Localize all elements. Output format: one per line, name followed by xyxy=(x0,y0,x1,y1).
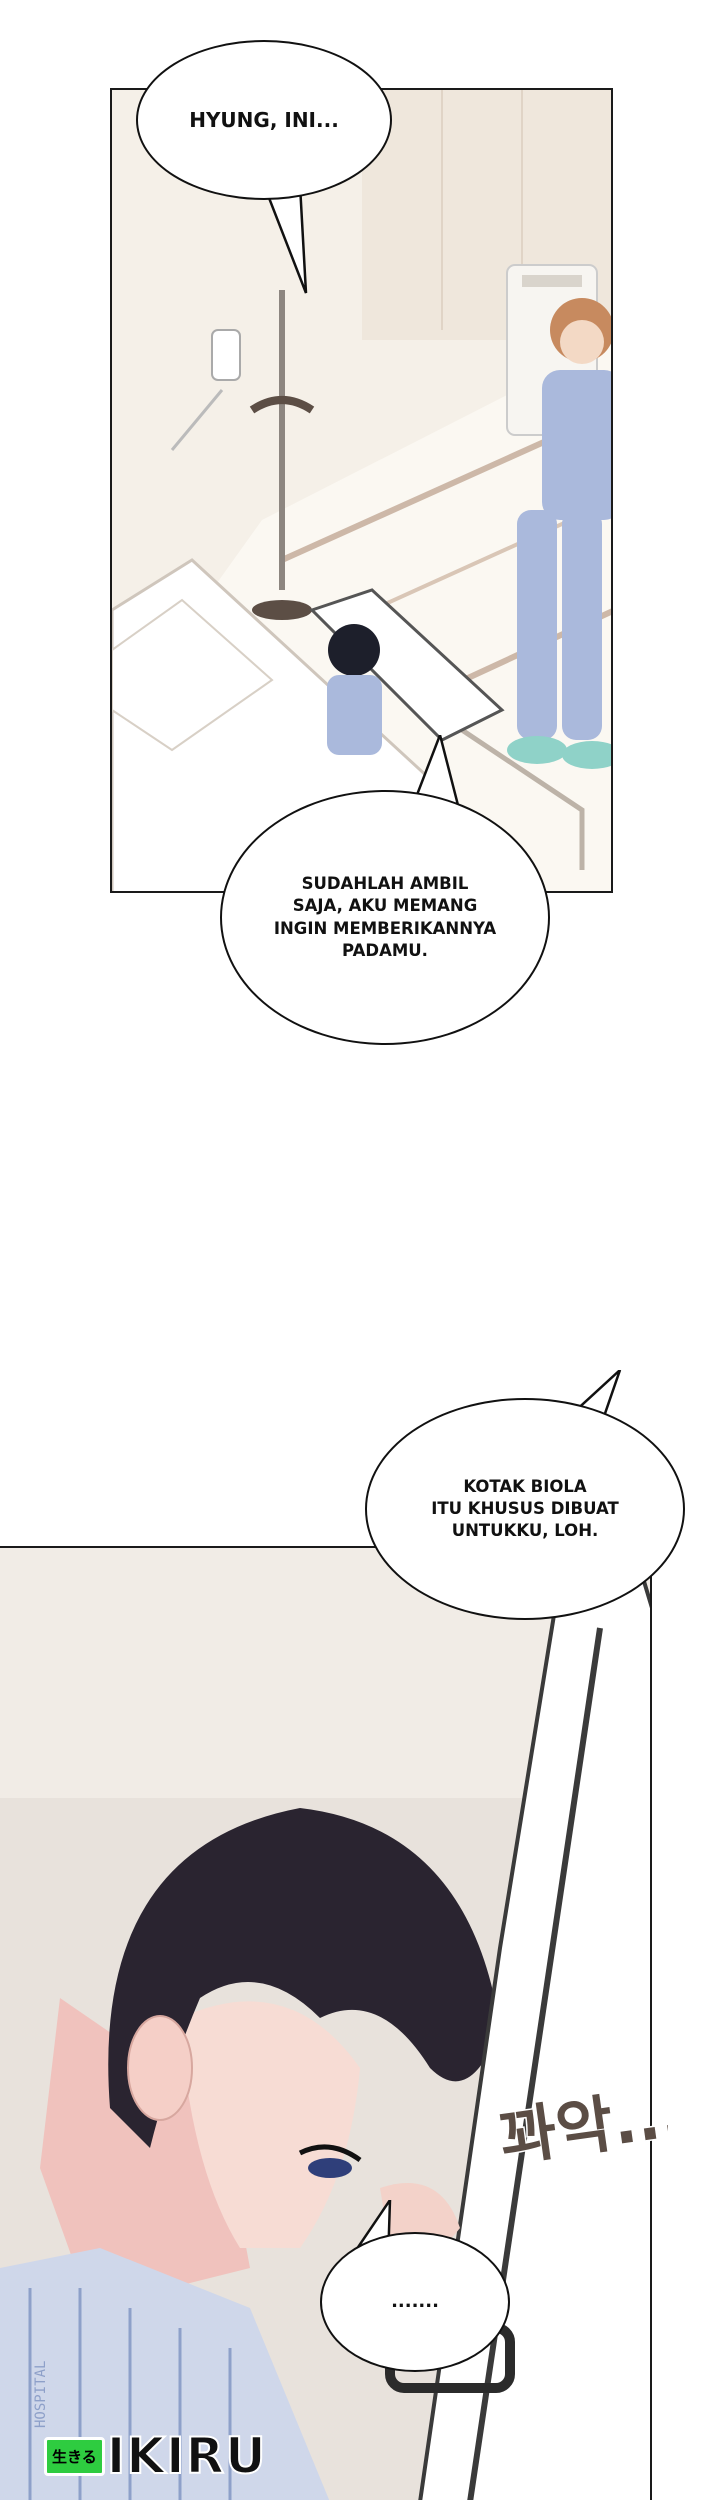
closeup-illustration: HOSPITAL xyxy=(0,1548,650,2500)
sfx-text: 꽈악... xyxy=(495,2077,668,2175)
bubble-text: SUDAHLAH AMBIL SAJA, AKU MEMANG INGIN ME… xyxy=(273,873,497,960)
bubble-text: ....... xyxy=(391,2290,439,2312)
bubble-text: HYUNG, INI... xyxy=(189,107,339,132)
panel-hospital-room xyxy=(110,88,613,893)
logo-word: IKIRU xyxy=(106,2426,267,2486)
speech-bubble-hyung-ini: HYUNG, INI... xyxy=(136,40,392,200)
pajama-print: HOSPITAL xyxy=(33,2361,49,2428)
hospital-room-illustration xyxy=(112,90,611,891)
speech-bubble-kotak-biola: KOTAK BIOLA ITU KHUSUS DIBUAT UNTUKKU, L… xyxy=(365,1398,685,1620)
speech-bubble-sudahlah: SUDAHLAH AMBIL SAJA, AKU MEMANG INGIN ME… xyxy=(220,790,550,1045)
bubble-1-tail xyxy=(262,185,308,294)
sfx-squeeze: 꽈악... xyxy=(493,2075,668,2176)
bubble-text: KOTAK BIOLA ITU KHUSUS DIBUAT UNTUKKU, L… xyxy=(431,1476,619,1541)
ikiru-logo: 生きる IKIRU xyxy=(44,2424,267,2488)
logo-badge: 生きる xyxy=(44,2436,105,2476)
panel-closeup-boy: HOSPITAL xyxy=(0,1546,652,2500)
speech-bubble-ellipsis: ....... xyxy=(320,2232,510,2372)
